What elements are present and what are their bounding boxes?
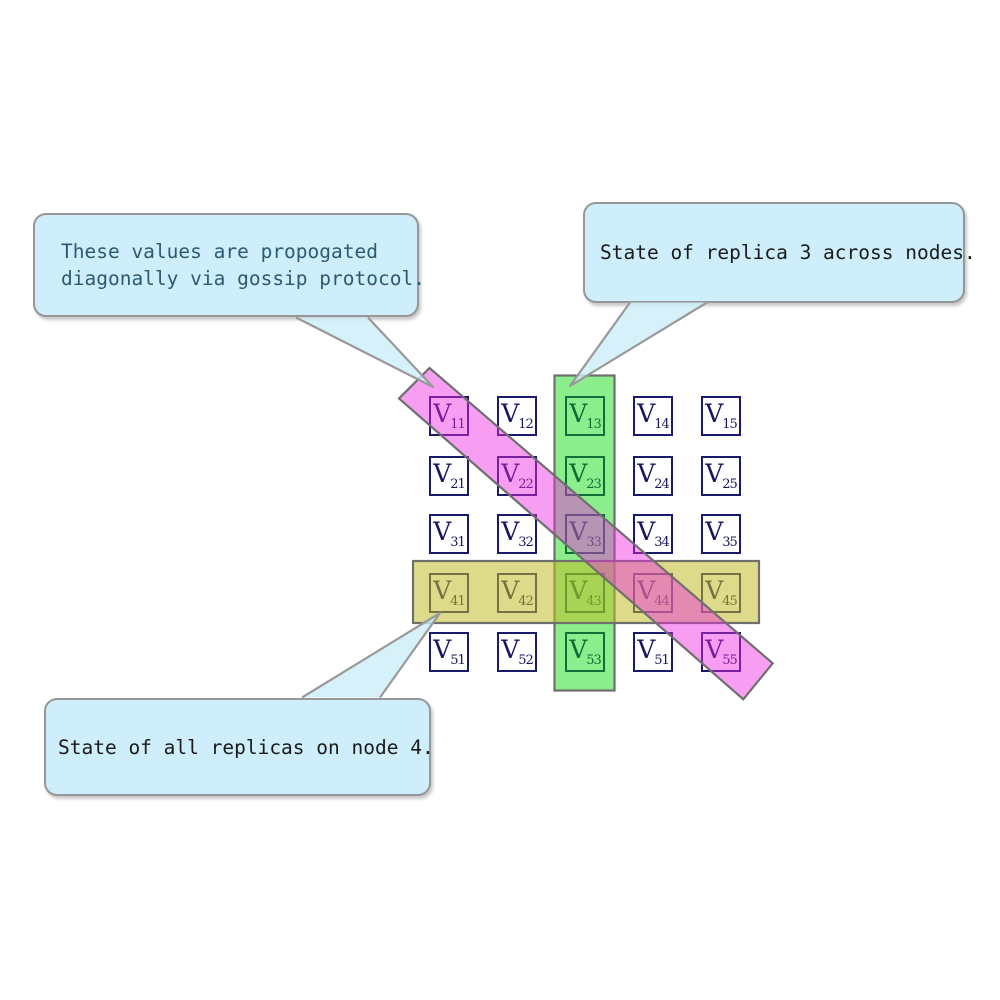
callout-replica-line-1: State of replica 3 across nodes.	[600, 241, 976, 264]
cell-value-subscript: 31	[450, 535, 466, 550]
callout-node4-line-1: State of all replicas on node 4.	[58, 735, 434, 759]
grid-cell-r1c2: V12	[497, 396, 537, 436]
cell-value-label: V25	[705, 459, 738, 492]
grid-cell-r1c4: V14	[633, 396, 673, 436]
cell-value-label: V32	[501, 517, 534, 550]
grid-cell-r4c5: V45	[701, 573, 741, 613]
grid-cell-r2c1: V21	[429, 456, 469, 496]
cell-value-label: V13	[569, 399, 602, 432]
cell-value-subscript: 51	[654, 653, 670, 668]
cell-value-subscript: 24	[654, 477, 670, 492]
callout-node-4: State of all replicas on node 4.	[44, 698, 434, 796]
cell-value-subscript: 23	[586, 477, 602, 492]
grid-cell-r1c3: V13	[565, 396, 605, 436]
grid-cell-r5c4: V51	[633, 632, 673, 672]
replica-callout-pointer	[568, 301, 708, 388]
cell-value-subscript: 41	[450, 594, 466, 609]
cell-value-subscript: 21	[450, 477, 466, 492]
gossip-diagonal-highlight	[397, 366, 775, 701]
cell-value-subscript: 11	[450, 417, 466, 432]
replica-3-column-highlight	[553, 374, 616, 692]
cell-value-subscript: 43	[586, 594, 602, 609]
cell-value-subscript: 53	[586, 653, 602, 668]
cell-value-label: V41	[433, 576, 466, 609]
grid-cell-r5c2: V52	[497, 632, 537, 672]
cell-value-subscript: 51	[450, 653, 466, 668]
cell-value-label: V44	[637, 576, 670, 609]
cell-value-subscript: 32	[518, 535, 534, 550]
cell-value-label: V22	[501, 459, 534, 492]
cell-value-label: V52	[501, 635, 534, 668]
cell-value-subscript: 15	[722, 417, 738, 432]
cell-value-label: V24	[637, 459, 670, 492]
cell-value-label: V51	[637, 635, 670, 668]
cell-value-label: V45	[705, 576, 738, 609]
cell-value-subscript: 42	[518, 594, 534, 609]
cell-value-label: V14	[637, 399, 670, 432]
grid-cell-r1c1: V11	[429, 396, 469, 436]
callout-gossip-protocol: These values are propogated diagonally v…	[33, 213, 425, 317]
grid-cell-r4c1: V41	[429, 573, 469, 613]
cell-value-label: V33	[569, 517, 602, 550]
cell-value-label: V43	[569, 576, 602, 609]
cell-value-subscript: 13	[586, 417, 602, 432]
cell-value-subscript: 45	[722, 594, 738, 609]
grid-cell-r1c5: V15	[701, 396, 741, 436]
cell-value-label: V11	[433, 399, 466, 432]
grid-cell-r4c2: V42	[497, 573, 537, 613]
cell-value-subscript: 44	[654, 594, 670, 609]
gossip-callout-pointer	[295, 316, 435, 389]
cell-value-label: V51	[433, 635, 466, 668]
grid-cell-r3c3: V33	[565, 514, 605, 554]
node4-callout-pointer	[301, 611, 442, 699]
callout-replica-3: State of replica 3 across nodes.	[583, 202, 976, 303]
grid-cell-r3c2: V32	[497, 514, 537, 554]
cell-value-subscript: 33	[586, 535, 602, 550]
cell-value-label: V12	[501, 399, 534, 432]
node-4-row-highlight	[411, 559, 761, 625]
cell-value-label: V35	[705, 517, 738, 550]
grid-cell-r4c3: V43	[565, 573, 605, 613]
cell-value-label: V42	[501, 576, 534, 609]
callout-gossip-line-2: diagonally via gossip protocol.	[61, 267, 425, 290]
cell-value-subscript: 25	[722, 477, 738, 492]
grid-cell-r3c1: V31	[429, 514, 469, 554]
cell-value-subscript: 55	[722, 653, 738, 668]
grid-cell-r5c3: V53	[565, 632, 605, 672]
grid-cell-r5c1: V51	[429, 632, 469, 672]
cell-value-label: V34	[637, 517, 670, 550]
cell-value-label: V23	[569, 459, 602, 492]
grid-cell-r2c4: V24	[633, 456, 673, 496]
grid-cell-r3c5: V35	[701, 514, 741, 554]
cell-value-subscript: 12	[518, 417, 534, 432]
cell-value-label: V31	[433, 517, 466, 550]
cell-value-label: V21	[433, 459, 466, 492]
grid-cell-r2c3: V23	[565, 456, 605, 496]
cell-value-label: V53	[569, 635, 602, 668]
grid-cell-r3c4: V34	[633, 514, 673, 554]
cell-value-subscript: 52	[518, 653, 534, 668]
grid-cell-r4c4: V44	[633, 573, 673, 613]
cell-value-subscript: 22	[518, 477, 534, 492]
grid-cell-r2c5: V25	[701, 456, 741, 496]
cell-value-label: V55	[705, 635, 738, 668]
cell-value-subscript: 14	[654, 417, 670, 432]
cell-value-subscript: 35	[722, 535, 738, 550]
cell-value-label: V15	[705, 399, 738, 432]
cell-value-subscript: 34	[654, 535, 670, 550]
grid-cell-r2c2: V22	[497, 456, 537, 496]
grid-cell-r5c5: V55	[701, 632, 741, 672]
callout-gossip-line-1: These values are propogated	[61, 240, 378, 263]
